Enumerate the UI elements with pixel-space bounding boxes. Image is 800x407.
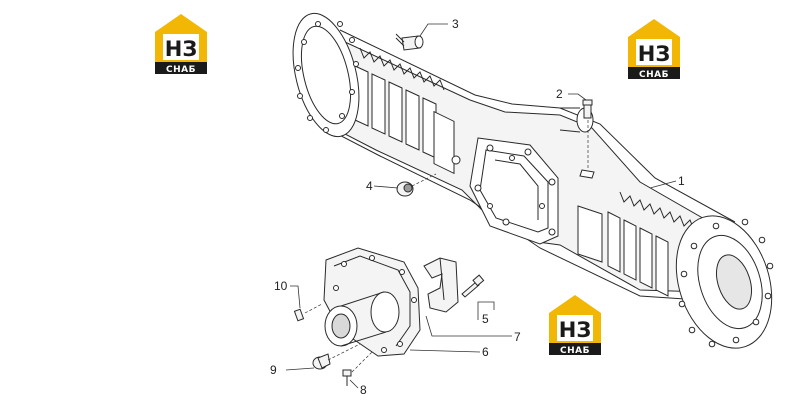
logo-letters: НЗ (165, 37, 198, 61)
bolt-part-5 (461, 274, 485, 298)
logo-text: СНАБ (560, 346, 590, 356)
screw-part-8 (342, 369, 352, 386)
differential-cover (469, 137, 559, 245)
left-flange (292, 12, 360, 138)
nut-part-9 (312, 353, 331, 370)
logo-bottom-right: НЗ СНАБ (549, 295, 601, 356)
logo-text: СНАБ (166, 65, 196, 75)
bolt-part-3 (395, 33, 424, 51)
callout-10: 10 (274, 279, 288, 293)
callout-2: 2 (556, 87, 563, 101)
right-fins (577, 205, 669, 297)
logo-letters: НЗ (638, 42, 671, 66)
callout-8: 8 (360, 383, 367, 397)
left-fins (354, 65, 455, 175)
callout-3: 3 (452, 17, 459, 31)
callout-4: 4 (366, 179, 373, 193)
callout-9: 9 (270, 363, 277, 377)
callout-5: 5 (482, 312, 489, 326)
logo-top-right: НЗ СНАБ (628, 19, 680, 80)
plug-part-4 (396, 181, 414, 197)
logo-letters: НЗ (559, 318, 592, 342)
pin-part-10 (293, 308, 305, 322)
bearing-cap-part-7 (423, 257, 459, 313)
hub-carrier-part-6 (323, 247, 421, 357)
logo-text: СНАБ (639, 70, 669, 80)
callout-7: 7 (514, 330, 521, 344)
axle-housing (292, 12, 774, 349)
callout-1: 1 (678, 174, 685, 188)
breather-part-2 (582, 99, 593, 119)
right-flange (675, 215, 774, 349)
logo-top-left: НЗ СНАБ (155, 14, 207, 75)
callout-6: 6 (482, 345, 489, 359)
